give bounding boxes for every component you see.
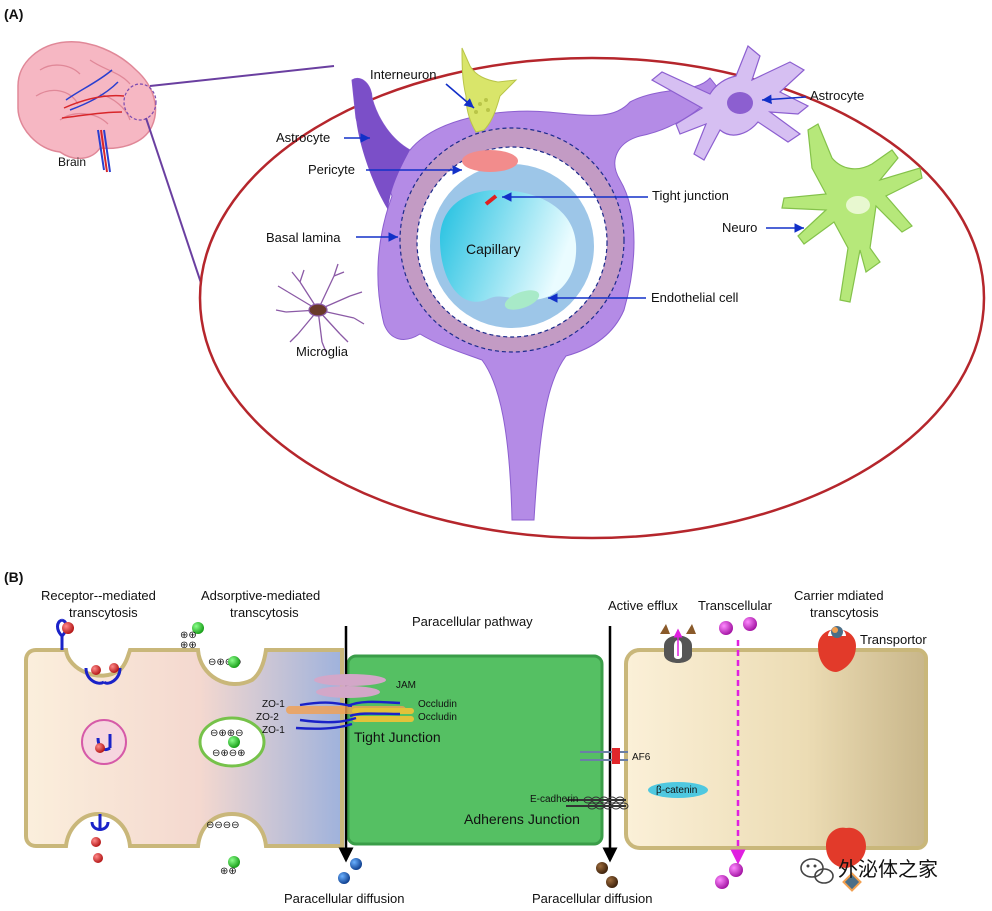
- astrocyte-right-cell: [650, 45, 810, 161]
- beta-catenin-label: β-catenin: [656, 785, 697, 796]
- neuro-label: Neuro: [722, 220, 757, 235]
- basal-lamina-dash-inner: [416, 146, 608, 338]
- adsorptive-mediated-elements: ⊕⊕ ⊕⊕ ⊖⊕⊕⊖ ⊖⊕⊕⊖ ⊖⊕⊖⊕ ⊖⊖⊖⊖ ⊕⊕: [180, 622, 266, 877]
- zoom-connector-bottom: [145, 117, 211, 311]
- tight-junction-label: Tight junction: [652, 188, 729, 203]
- adsorptive-mediated-label-2: transcytosis: [230, 605, 299, 620]
- active-efflux-label: Active efflux: [608, 598, 678, 613]
- astrocyte-left-label: Astrocyte: [276, 130, 330, 145]
- endothelial-nucleus: [504, 290, 540, 310]
- efflux-pump: [660, 624, 696, 663]
- adherens-junction-proteins: [566, 748, 708, 810]
- tight-junction-mark: [484, 194, 498, 206]
- e-cadherin-label: E-cadherin: [530, 794, 578, 805]
- zo2-label: ZO-2: [256, 712, 279, 723]
- panel-a-tag: (A): [4, 6, 23, 22]
- pericyte-label: Pericyte: [308, 162, 355, 177]
- paracellular-pathway-label: Paracellular pathway: [412, 614, 533, 629]
- adherens-junction-label: Adherens Junction: [464, 811, 580, 827]
- transcellular-elements: [715, 617, 757, 889]
- endothelial-cell-label: Endothelial cell: [651, 290, 739, 305]
- jam-label: JAM: [396, 680, 416, 691]
- receptor-mediated-label-2: transcytosis: [69, 605, 138, 620]
- left-endothelial-cell: [24, 648, 344, 848]
- capillary-label: Capillary: [466, 241, 520, 257]
- svg-text:⊕⊕: ⊕⊕: [180, 630, 197, 641]
- svg-text:⊕⊕: ⊕⊕: [180, 640, 197, 651]
- astrocyte-right-label: Astrocyte: [810, 88, 864, 103]
- brain-label: Brain: [58, 155, 86, 169]
- transcellular-label: Transcellular: [698, 598, 773, 613]
- svg-text:⊖⊖⊖⊖: ⊖⊖⊖⊖: [206, 820, 240, 831]
- occludin-label-2: Occludin: [418, 712, 457, 723]
- zoom-connector-top: [149, 65, 335, 87]
- pericyte-cell: [462, 150, 518, 172]
- basal-lamina-label: Basal lamina: [266, 230, 341, 245]
- watermark-text: 外泌体之家: [838, 858, 938, 881]
- svg-text:⊖⊕⊕⊖: ⊖⊕⊕⊖: [208, 657, 242, 668]
- neuro-cell: [781, 123, 923, 303]
- carrier-mediated-label-1: Carrier mdiated: [794, 588, 884, 603]
- interneuron-cell: [461, 47, 518, 133]
- capillary-lumen: [440, 190, 577, 302]
- interneuron-arrow: [445, 83, 475, 109]
- carrier-mediated-label-2: transcytosis: [810, 605, 879, 620]
- basal-lamina-dash-outer: [399, 127, 625, 353]
- microglia-cell: [275, 263, 365, 353]
- paracellular-diffusion-balls: [338, 858, 618, 888]
- receptor-mediated-label-1: Receptor--mediated: [41, 588, 156, 603]
- svg-text:⊕⊕: ⊕⊕: [220, 866, 237, 877]
- svg-text:⊖⊕⊖⊕: ⊖⊕⊖⊕: [212, 748, 246, 759]
- microglia-label: Microglia: [296, 344, 349, 359]
- brain-illustration: [17, 41, 157, 173]
- junction-endothelial-cell: [346, 654, 604, 846]
- zo1-bottom-label: ZO-1: [262, 725, 285, 736]
- receptor-mediated-elements: [56, 618, 127, 863]
- panel-b-tag: (B): [4, 569, 23, 585]
- transportor-label: Transportor: [860, 632, 927, 647]
- tight-junction-b-label: Tight Junction: [354, 729, 441, 745]
- wechat-icon: [800, 858, 834, 884]
- astrocyte-right-arrow: [761, 94, 807, 105]
- zo1-top-label: ZO-1: [262, 699, 285, 710]
- occludin-label-1: Occludin: [418, 699, 457, 710]
- interneuron-label: Interneuron: [370, 67, 437, 82]
- right-endothelial-cell: [624, 648, 928, 850]
- tight-junction-proteins: [286, 674, 414, 730]
- transportor-elements: [818, 626, 866, 892]
- svg-text:⊖⊕⊕⊖: ⊖⊕⊕⊖: [210, 728, 244, 739]
- af6-label: AF6: [632, 752, 651, 763]
- paracellular-diffusion-left-label: Paracellular diffusion: [284, 891, 404, 906]
- paracellular-diffusion-right-label: Paracellular diffusion: [532, 891, 652, 906]
- adsorptive-mediated-label-1: Adsorptive-mediated: [201, 588, 320, 603]
